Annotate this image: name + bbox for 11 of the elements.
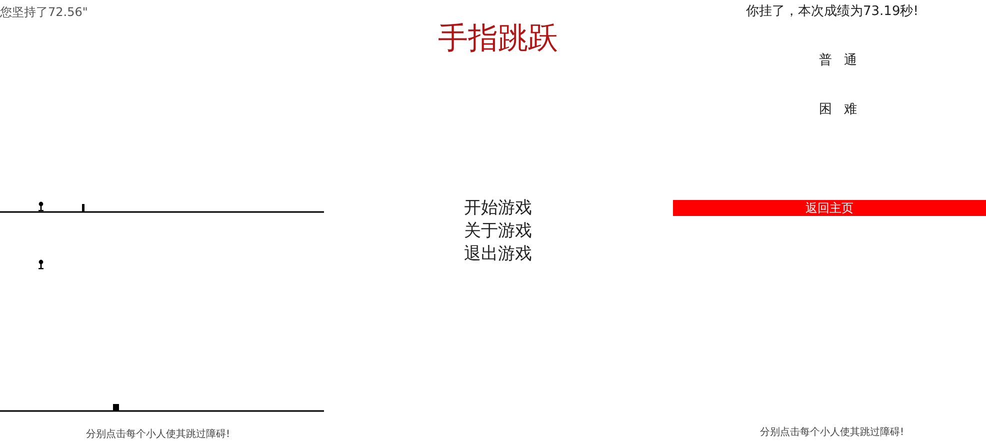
menu-item: 普通 (818, 52, 869, 69)
menu-item: 困难 (818, 101, 869, 118)
hint-text: 分别点击每个小人使其跳过障碍! (86, 428, 230, 441)
hint-text: 分别点击每个小人使其跳过障碍! (760, 426, 904, 439)
result-text: 你挂了，本次成绩为73.19秒! (746, 3, 918, 20)
menu-item: 开始游戏 (464, 197, 532, 219)
home-button: 返回主页 (673, 200, 986, 216)
menu-item: 退出游戏 (464, 243, 532, 265)
menu-item: 关于游戏 (464, 220, 532, 242)
score-text: 您坚持了72.56" (0, 4, 88, 21)
game-title: 手指跳跃 (438, 20, 558, 58)
